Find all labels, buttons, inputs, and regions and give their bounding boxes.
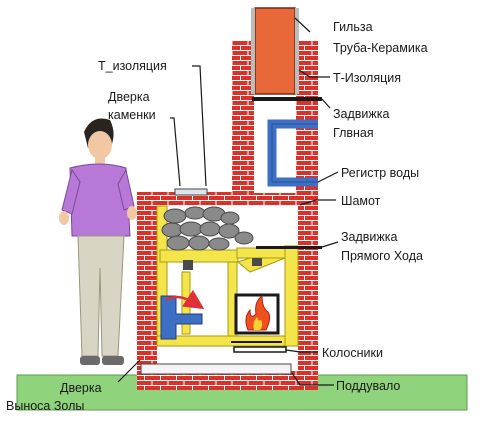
label-chamotte: Шамот <box>341 194 381 208</box>
label-stone-door-2: каменки <box>108 108 156 122</box>
firebox <box>231 293 282 343</box>
label-ceramic-pipe: Труба-Керамика <box>333 41 428 55</box>
pipe-insulation <box>251 8 255 94</box>
label-ash-door-1: Дверка <box>60 381 102 395</box>
label-water-register: Регистр воды <box>341 166 419 180</box>
label-stone-door-1: Дверка <box>108 90 150 104</box>
label-sleeve: Гильза <box>333 20 373 34</box>
direct-damper <box>256 246 322 249</box>
grates <box>233 346 287 353</box>
stone-door <box>174 188 208 196</box>
person-figure <box>59 118 137 365</box>
label-direct-damper-1: Задвижка <box>341 230 398 244</box>
sauna-stones <box>161 206 254 251</box>
main-damper <box>252 97 322 101</box>
label-t-insulation-right: Т-Изоляция <box>333 71 401 85</box>
heat-flow <box>160 295 203 340</box>
label-main-damper-1: Задвижка <box>333 107 390 121</box>
label-ash-door-2: Выноса Золы <box>6 399 84 413</box>
label-main-damper-2: Глвная <box>333 126 374 140</box>
leader-lines <box>117 17 339 386</box>
ceramic-pipe <box>254 7 296 95</box>
label-direct-damper-2: Прямого Хода <box>341 249 423 263</box>
label-ash-pit: Поддувало <box>336 379 400 393</box>
label-grates: Колосники <box>322 346 383 360</box>
label-t-insulation-left: Т_изоляция <box>98 59 167 73</box>
